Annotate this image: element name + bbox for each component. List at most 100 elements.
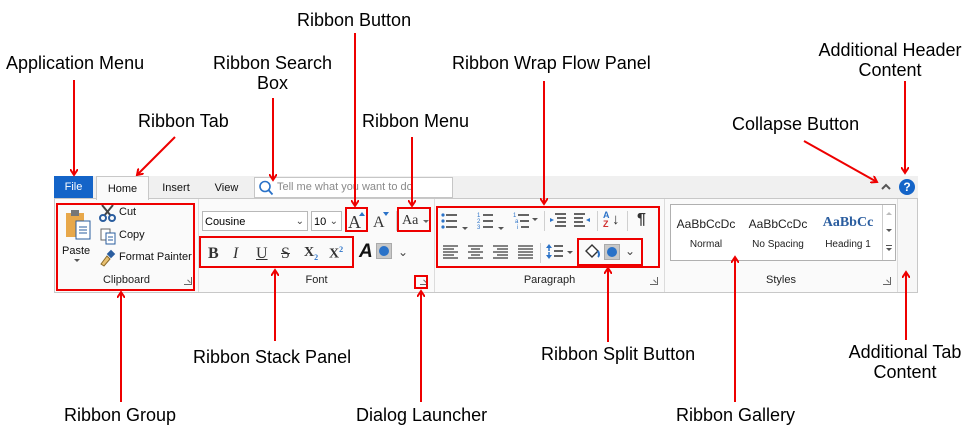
format-painter-label: Format Painter (119, 251, 192, 263)
tab-view[interactable]: View (214, 182, 239, 194)
cut-button[interactable]: Cut (99, 204, 194, 222)
label-ribbon-search-box-line1: Ribbon Search (212, 53, 333, 73)
ribbon: File Home Insert View Tell me what you w… (54, 176, 918, 293)
label-ribbon-button: Ribbon Button (297, 10, 412, 30)
subscript-mark: 2 (314, 252, 319, 262)
highlight-ribbon-split-button (577, 238, 643, 266)
copy-button[interactable]: Copy (99, 227, 194, 245)
show-formatting-icon[interactable]: ¶ (637, 211, 646, 228)
sort-arrow-icon: ↓ (612, 211, 620, 228)
change-case-menu[interactable]: Aa (400, 211, 430, 231)
ribbon-search-box[interactable]: Tell me what you want to do (254, 177, 453, 198)
paste-button[interactable]: Paste (59, 205, 95, 269)
label-additional-header-content-line1: Additional Header (818, 40, 962, 60)
highlight-dialog-launcher (414, 275, 428, 289)
highlight-ribbon-stack-panel (199, 236, 354, 268)
gallery-item-heading-1[interactable]: AaBbCc Heading 1 (813, 205, 883, 260)
superscript-mark: 2 (339, 245, 344, 254)
no-color-icon (379, 246, 389, 256)
sort-icon-a: A (603, 210, 610, 220)
align-right-icon[interactable] (493, 245, 509, 259)
font-family-value: Cousine (205, 216, 246, 228)
dropdown-arrow-icon (423, 220, 429, 223)
sort-button[interactable]: A Z ↓ (601, 210, 623, 232)
svg-text:a: a (515, 219, 519, 225)
no-color-icon (607, 247, 617, 257)
italic-button[interactable]: I (233, 245, 239, 262)
tab-home[interactable]: Home (96, 176, 149, 200)
paint-bucket-icon (585, 244, 600, 258)
justify-icon[interactable] (518, 245, 534, 259)
expand-gallery-icon[interactable] (886, 245, 892, 246)
separator (597, 211, 598, 231)
gallery-scrollbar[interactable] (882, 205, 895, 260)
font-color-icon[interactable]: A (359, 241, 373, 262)
underline-button[interactable]: U (256, 245, 268, 262)
label-dialog-launcher: Dialog Launcher (356, 405, 488, 425)
cut-label: Cut (119, 206, 137, 218)
decrease-indent-icon[interactable] (549, 213, 567, 229)
scissors-icon (99, 204, 116, 222)
highlight-ribbon-group (56, 203, 195, 291)
chevron-down-icon[interactable]: ⌄ (625, 244, 636, 258)
help-icon[interactable]: ? (899, 179, 915, 195)
tab-insert[interactable]: Insert (162, 182, 190, 194)
copy-icon (100, 228, 116, 245)
chevron-down-icon[interactable]: ⌄ (398, 245, 409, 259)
format-painter-button[interactable]: Format Painter (99, 249, 197, 267)
application-menu-button[interactable]: File (54, 176, 93, 198)
group-title-paragraph: Paragraph (523, 274, 576, 286)
search-icon (259, 180, 274, 196)
superscript-button[interactable]: X2 (329, 245, 343, 263)
label-additional-tab-content-line1: Additional Tab (848, 342, 962, 362)
format-painter-icon (100, 249, 116, 267)
svg-text:3: 3 (477, 225, 481, 231)
label-ribbon-wrap-flow-panel: Ribbon Wrap Flow Panel (452, 53, 651, 73)
change-case-label: Aa (402, 213, 419, 228)
bold-button[interactable]: B (208, 245, 219, 262)
font-size-value: 10 (314, 216, 327, 228)
subscript-button[interactable]: X2 (304, 245, 318, 262)
shrink-font-button[interactable]: A (371, 211, 391, 231)
multilevel-list-icon[interactable]: 1 a i (513, 211, 543, 231)
grow-arrow-icon (359, 212, 365, 216)
label-additional-header-content-line2: Content (858, 60, 922, 80)
scroll-up-icon[interactable] (886, 212, 892, 215)
dialog-launcher-paragraph[interactable] (650, 277, 658, 285)
highlight-color-button[interactable] (376, 243, 392, 259)
dialog-launcher-clipboard[interactable] (184, 277, 192, 285)
label-additional-tab-content: Additional Tab Content (830, 342, 970, 382)
align-left-icon[interactable] (443, 245, 459, 259)
align-center-icon[interactable] (468, 245, 484, 259)
gallery-item-normal[interactable]: AaBbCcDc Normal (671, 205, 741, 260)
chevron-down-icon: ⌄ (329, 216, 338, 227)
ribbon-tab-bar: File Home Insert View Tell me what you w… (54, 176, 918, 200)
separator (544, 211, 545, 231)
shading-split-button[interactable]: ⌄ (581, 241, 637, 263)
dialog-launcher-styles[interactable] (883, 277, 891, 285)
scroll-down-icon[interactable] (886, 229, 892, 232)
shading-color-swatch[interactable] (604, 244, 620, 260)
copy-label: Copy (119, 229, 145, 241)
label-ribbon-menu: Ribbon Menu (362, 111, 470, 131)
shrink-font-icon: A (373, 214, 385, 231)
increase-indent-icon[interactable] (573, 213, 591, 229)
grow-font-button[interactable]: A (346, 211, 366, 232)
chevron-down-icon: ⌄ (295, 216, 304, 227)
label-ribbon-search-box-line2: Box (256, 73, 289, 93)
font-size-combo[interactable]: 10 ⌄ (311, 211, 342, 231)
numbered-list-icon[interactable]: 1 2 3 (477, 211, 507, 231)
subscript-label: X (304, 245, 315, 260)
group-styles: AaBbCcDc Normal AaBbCcDc No Spacing AaBb… (665, 199, 898, 292)
superscript-label: X (329, 246, 340, 262)
label-ribbon-search-box: Ribbon Search Box (210, 53, 335, 93)
label-ribbon-tab: Ribbon Tab (138, 111, 229, 131)
sort-icon-z: Z (603, 219, 609, 229)
gallery-item-label: Normal (689, 239, 723, 250)
gallery-item-no-spacing[interactable]: AaBbCcDc No Spacing (743, 205, 813, 260)
line-spacing-icon[interactable] (545, 243, 575, 261)
collapse-chevron-icon[interactable] (880, 182, 892, 192)
font-family-combo[interactable]: Cousine ⌄ (202, 211, 308, 231)
strikethrough-button[interactable]: S (281, 245, 290, 262)
bullet-list-icon[interactable] (441, 213, 471, 231)
